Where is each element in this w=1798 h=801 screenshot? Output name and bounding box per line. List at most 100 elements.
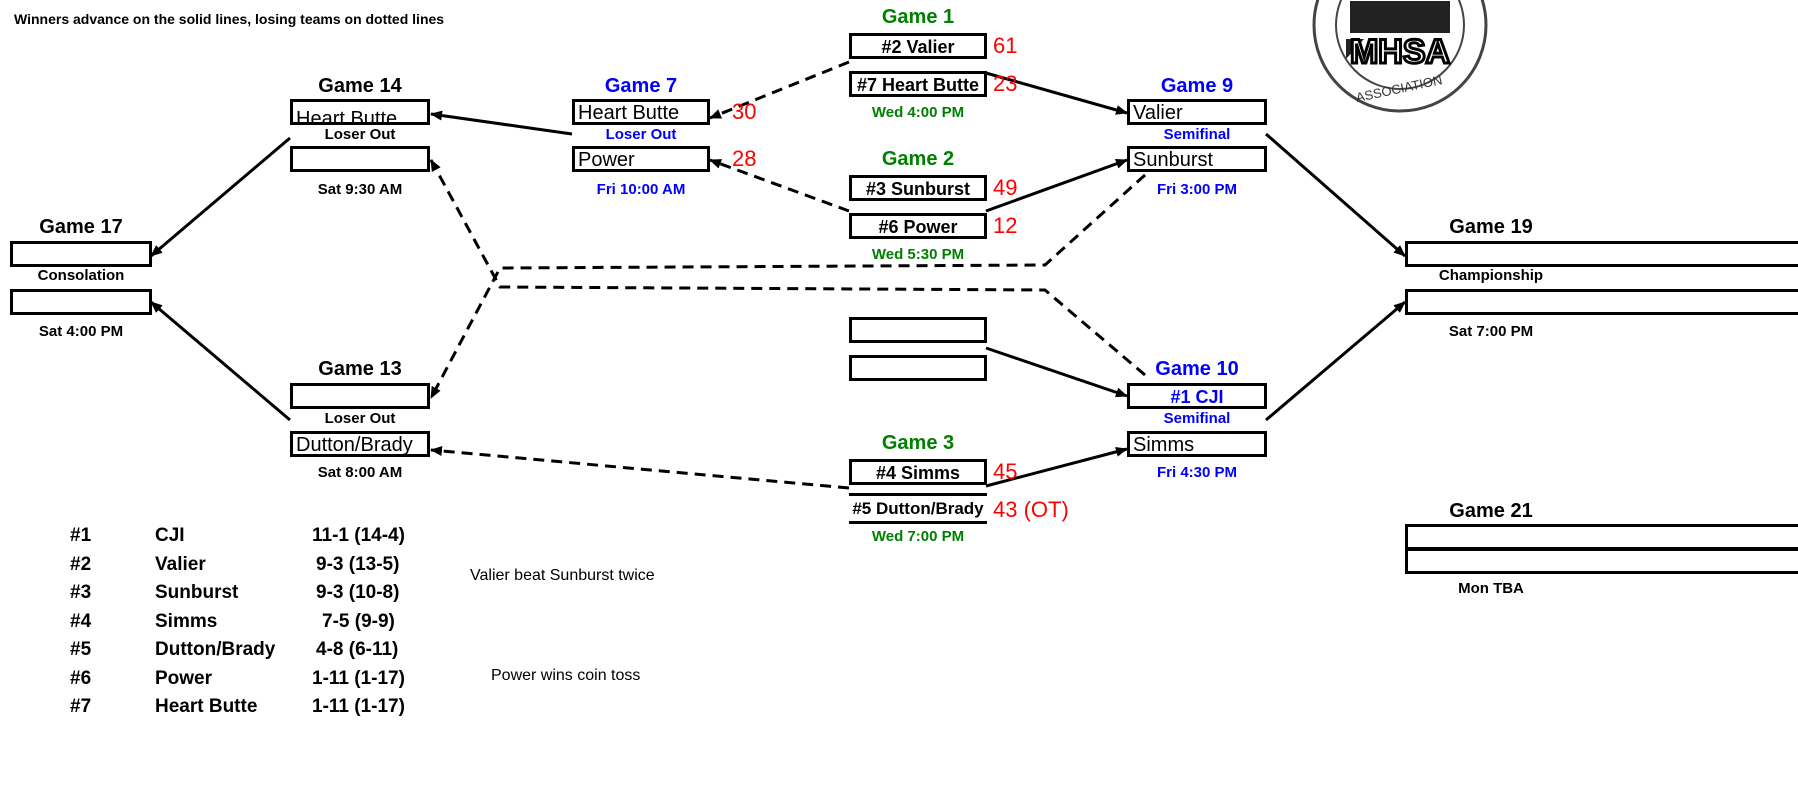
game17-time: Sat 4:00 PM	[38, 323, 124, 340]
line-g10-loser-to-g14	[429, 159, 1146, 377]
game21-label: Game 21	[1449, 500, 1533, 522]
game19-top-team	[1405, 241, 1798, 267]
game19-label: Game 19	[1449, 216, 1533, 238]
game10-bottom-team: Simms	[1127, 431, 1267, 457]
game3-bottom-team: #5 Dutton/Brady	[852, 499, 984, 518]
game1-bottom-score: 23	[993, 71, 1018, 96]
record: 9-3 (10-8)	[316, 582, 400, 604]
team: CJI	[155, 525, 185, 547]
line-g2-to-g9	[985, 158, 1128, 213]
team: Valier	[155, 553, 206, 575]
game10-label: Game 10	[1155, 358, 1239, 380]
game21-bottom-team	[1405, 548, 1798, 574]
line-g1-loser-to-g7	[709, 60, 850, 120]
line-g7-to-g14	[430, 110, 573, 136]
seed: #3	[70, 582, 92, 604]
game14-sub: Loser Out	[324, 126, 396, 143]
game9-bottom-team: Sunburst	[1127, 146, 1267, 172]
game19-time: Sat 7:00 PM	[1448, 323, 1534, 340]
game2-bottom-score: 12	[993, 213, 1018, 238]
game13-top-team	[290, 383, 430, 409]
record: 4-8 (6-11)	[316, 639, 399, 661]
seed: #7	[70, 696, 92, 718]
record: 9-3 (13-5)	[316, 553, 400, 575]
game9-label: Game 9	[1160, 75, 1234, 97]
table-row: #1 CJI 11-1 (14-4)	[70, 522, 405, 551]
game21-top-team	[1405, 524, 1798, 550]
bye-bottom-team	[849, 355, 987, 381]
seed: #1	[70, 525, 92, 547]
game7-bottom-team: Power	[572, 146, 710, 172]
header-note: Winners advance on the solid lines, losi…	[14, 11, 445, 27]
game7-top-team: Heart Butte	[572, 99, 710, 125]
game3-top-score: 45	[993, 459, 1018, 484]
line-g13-to-g17	[150, 300, 291, 422]
line-g14-to-g17	[150, 136, 291, 258]
game7-time: Fri 10:00 AM	[596, 181, 686, 198]
game3-top-team: #4 Simms	[849, 459, 987, 485]
logo-text: MHSA	[1350, 33, 1450, 71]
game14-label: Game 14	[318, 75, 402, 97]
team: Simms	[155, 610, 218, 632]
line-g2-loser-to-g7	[709, 158, 850, 213]
line-g10-to-g19	[1265, 300, 1406, 422]
table-row: #6 Power 1-11 (1-17)	[70, 665, 405, 694]
game21-time: Mon TBA	[1458, 580, 1524, 597]
table-row: #4 Simms 7-5 (9-9)	[70, 608, 405, 637]
table-row: #2 Valier 9-3 (13-5)	[70, 551, 405, 580]
record: 7-5 (9-9)	[322, 610, 395, 632]
game19-sub: Championship	[1438, 267, 1544, 284]
bye-top-team	[849, 317, 987, 343]
line-g3-loser-to-g13	[430, 446, 850, 490]
record: 1-11 (1-17)	[312, 696, 405, 718]
game3-label: Game 3	[881, 432, 955, 454]
game7-sub: Loser Out	[605, 126, 677, 143]
game2-top-score: 49	[993, 175, 1018, 200]
team: Heart Butte	[155, 696, 258, 718]
game10-sub: Semifinal	[1163, 410, 1231, 427]
record: 11-1 (14-4)	[312, 525, 405, 547]
line-bye-to-g10	[985, 346, 1128, 398]
table-row: #7 Heart Butte 1-11 (1-17)	[70, 693, 405, 722]
game3-divider	[849, 493, 987, 496]
team: Sunburst	[155, 582, 239, 604]
mhsa-logo: MHSA ASSOCIATION	[1310, 0, 1490, 115]
seed: #5	[70, 639, 92, 661]
game9-top-team: Valier	[1127, 99, 1267, 125]
game17-top-team	[10, 241, 152, 267]
seed: #6	[70, 667, 92, 689]
tiebreak-note-1: Valier beat Sunburst twice	[470, 567, 655, 584]
game14-bottom-team	[290, 146, 430, 172]
game3-time: Wed 7:00 PM	[871, 528, 965, 545]
game17-sub: Consolation	[37, 267, 125, 284]
tiebreak-note-2: Power wins coin toss	[491, 667, 641, 684]
game3-bottom-underline	[849, 521, 987, 524]
game1-label: Game 1	[881, 6, 955, 28]
game13-bottom-team: Dutton/Brady	[290, 431, 430, 457]
game2-label: Game 2	[881, 148, 955, 170]
game1-time: Wed 4:00 PM	[871, 104, 965, 121]
game3-bottom-score: 43 (OT)	[993, 497, 1069, 522]
game2-top-team: #3 Sunburst	[849, 175, 987, 201]
game13-sub: Loser Out	[324, 410, 396, 427]
game7-label: Game 7	[604, 75, 678, 97]
game10-time: Fri 4:30 PM	[1156, 464, 1238, 481]
game14-time: Sat 9:30 AM	[317, 181, 403, 198]
seed-standings: #1 CJI 11-1 (14-4) #2 Valier 9-3 (13-5) #3 Su…	[70, 522, 405, 722]
team: Power	[155, 667, 213, 689]
seed: #4	[70, 610, 92, 632]
game10-top-team: #1 CJI	[1127, 383, 1267, 409]
game19-bottom-team	[1405, 289, 1798, 315]
record: 1-11 (1-17)	[312, 667, 405, 689]
game9-time: Fri 3:00 PM	[1156, 181, 1238, 198]
line-g3-to-g10	[985, 446, 1128, 488]
game14-top-team: Heart Butte	[290, 99, 430, 130]
mhsa-seal-icon: MHSA ASSOCIATION	[1312, 0, 1488, 113]
game7-bottom-score: 28	[732, 146, 757, 171]
table-row: #3 Sunburst 9-3 (10-8)	[70, 579, 405, 608]
game13-label: Game 13	[318, 358, 402, 380]
game1-top-score: 61	[993, 33, 1018, 58]
seed: #2	[70, 553, 92, 575]
